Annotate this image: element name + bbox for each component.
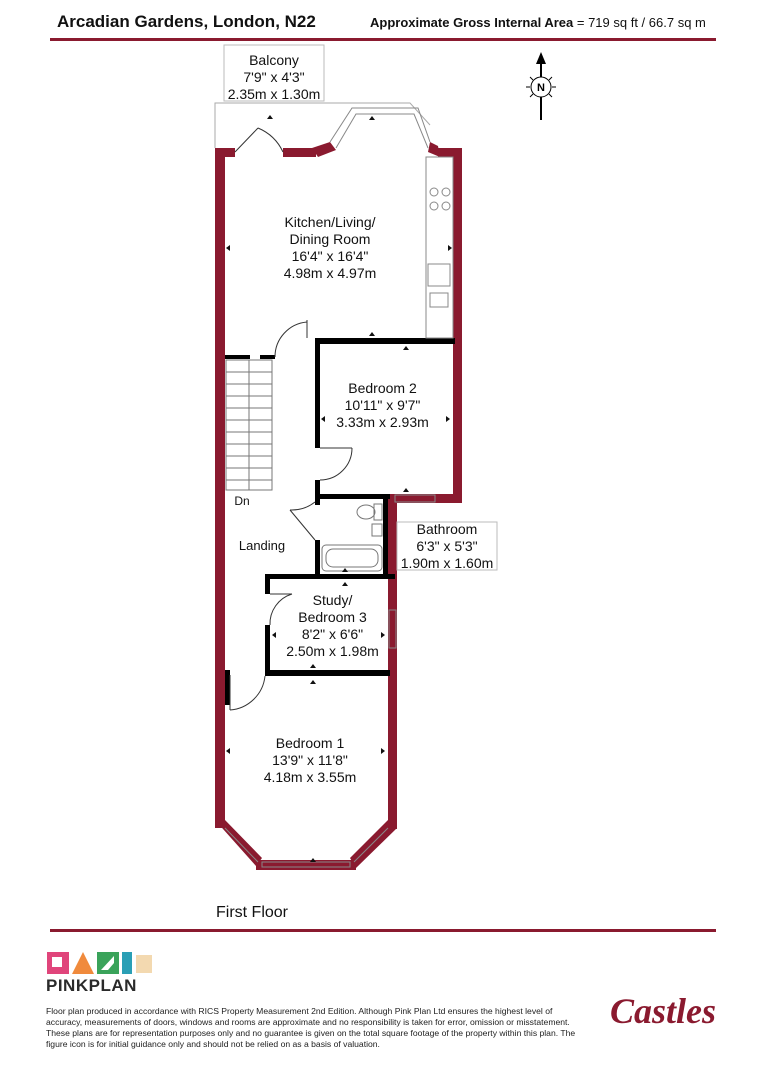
room-name-line2: Bedroom 3 xyxy=(298,609,367,625)
room-name-line2: Dining Room xyxy=(289,231,371,247)
footer-rule xyxy=(50,929,716,932)
balcony-area xyxy=(214,44,431,148)
room-imperial: 7'9" x 4'3" xyxy=(243,69,305,85)
room-imperial: 13'9" x 11'8" xyxy=(272,752,348,768)
room-name: Bedroom 2 xyxy=(348,380,417,396)
room-name: Study/ xyxy=(312,592,353,608)
room-metric: 3.33m x 2.93m xyxy=(336,414,429,430)
dimension-arrows xyxy=(226,115,452,862)
doors xyxy=(229,127,353,711)
room-metric: 1.90m x 1.60m xyxy=(400,555,494,571)
room-name: Bathroom xyxy=(416,521,478,537)
room-bathroom: Bathroom 6'3" x 5'3" 1.90m x 1.60m xyxy=(397,521,497,572)
room-balcony: Balcony 7'9" x 4'3" 2.35m x 1.30m xyxy=(224,52,324,103)
room-name: Kitchen/Living/ xyxy=(284,214,376,230)
room-imperial: 10'11" x 9'7" xyxy=(344,397,421,413)
room-imperial: 16'4" x 16'4" xyxy=(291,248,369,264)
castles-logo: Castles xyxy=(610,991,717,1031)
stairs-direction: Dn xyxy=(234,494,250,508)
kitchen-units xyxy=(425,156,454,339)
compass-label: N xyxy=(537,82,545,94)
room-metric: 4.98m x 4.97m xyxy=(283,265,377,281)
room-study: Study/ Bedroom 3 8'2" x 6'6" 2.50m x 1.9… xyxy=(275,592,390,660)
inner-walls xyxy=(225,338,455,705)
windows xyxy=(224,107,436,868)
disclaimer-text: Floor plan produced in accordance with R… xyxy=(46,1006,576,1049)
area-value: = 719 sq ft / 66.7 sq m xyxy=(576,15,706,30)
area-summary: Approximate Gross Internal Area = 719 sq… xyxy=(370,15,706,30)
bathroom-label-box xyxy=(396,521,498,571)
bathroom-fixtures xyxy=(321,503,383,572)
room-imperial: 8'2" x 6'6" xyxy=(301,626,364,642)
room-metric: 2.35m x 1.30m xyxy=(227,86,321,102)
compass: N xyxy=(526,52,556,120)
pinkplan-brand: PINKPLAN xyxy=(46,976,137,995)
area-label: Approximate Gross Internal Area xyxy=(370,15,574,30)
room-name: Landing xyxy=(238,538,286,553)
room-kitchen: Kitchen/Living/ Dining Room 16'4" x 16'4… xyxy=(255,214,405,282)
room-bedroom-2: Bedroom 2 10'11" x 9'7" 3.33m x 2.93m xyxy=(320,380,445,431)
stairs-label: Dn xyxy=(232,493,252,510)
page-title: Arcadian Gardens, London, N22 xyxy=(57,12,316,31)
room-name: Balcony xyxy=(249,52,299,68)
room-name: Bedroom 1 xyxy=(275,735,345,751)
staircase xyxy=(225,359,273,491)
room-metric: 4.18m x 3.55m xyxy=(263,769,357,785)
room-bedroom-1: Bedroom 1 13'9" x 11'8" 4.18m x 3.55m xyxy=(245,735,375,786)
room-metric: 2.50m x 1.98m xyxy=(286,643,379,659)
header-rule xyxy=(50,38,716,41)
north-arrow-icon xyxy=(536,52,546,64)
floor-label: First Floor xyxy=(216,904,288,921)
pinkplan-logo-icon xyxy=(47,952,152,974)
room-imperial: 6'3" x 5'3" xyxy=(416,538,478,554)
room-landing: Landing xyxy=(232,537,292,554)
